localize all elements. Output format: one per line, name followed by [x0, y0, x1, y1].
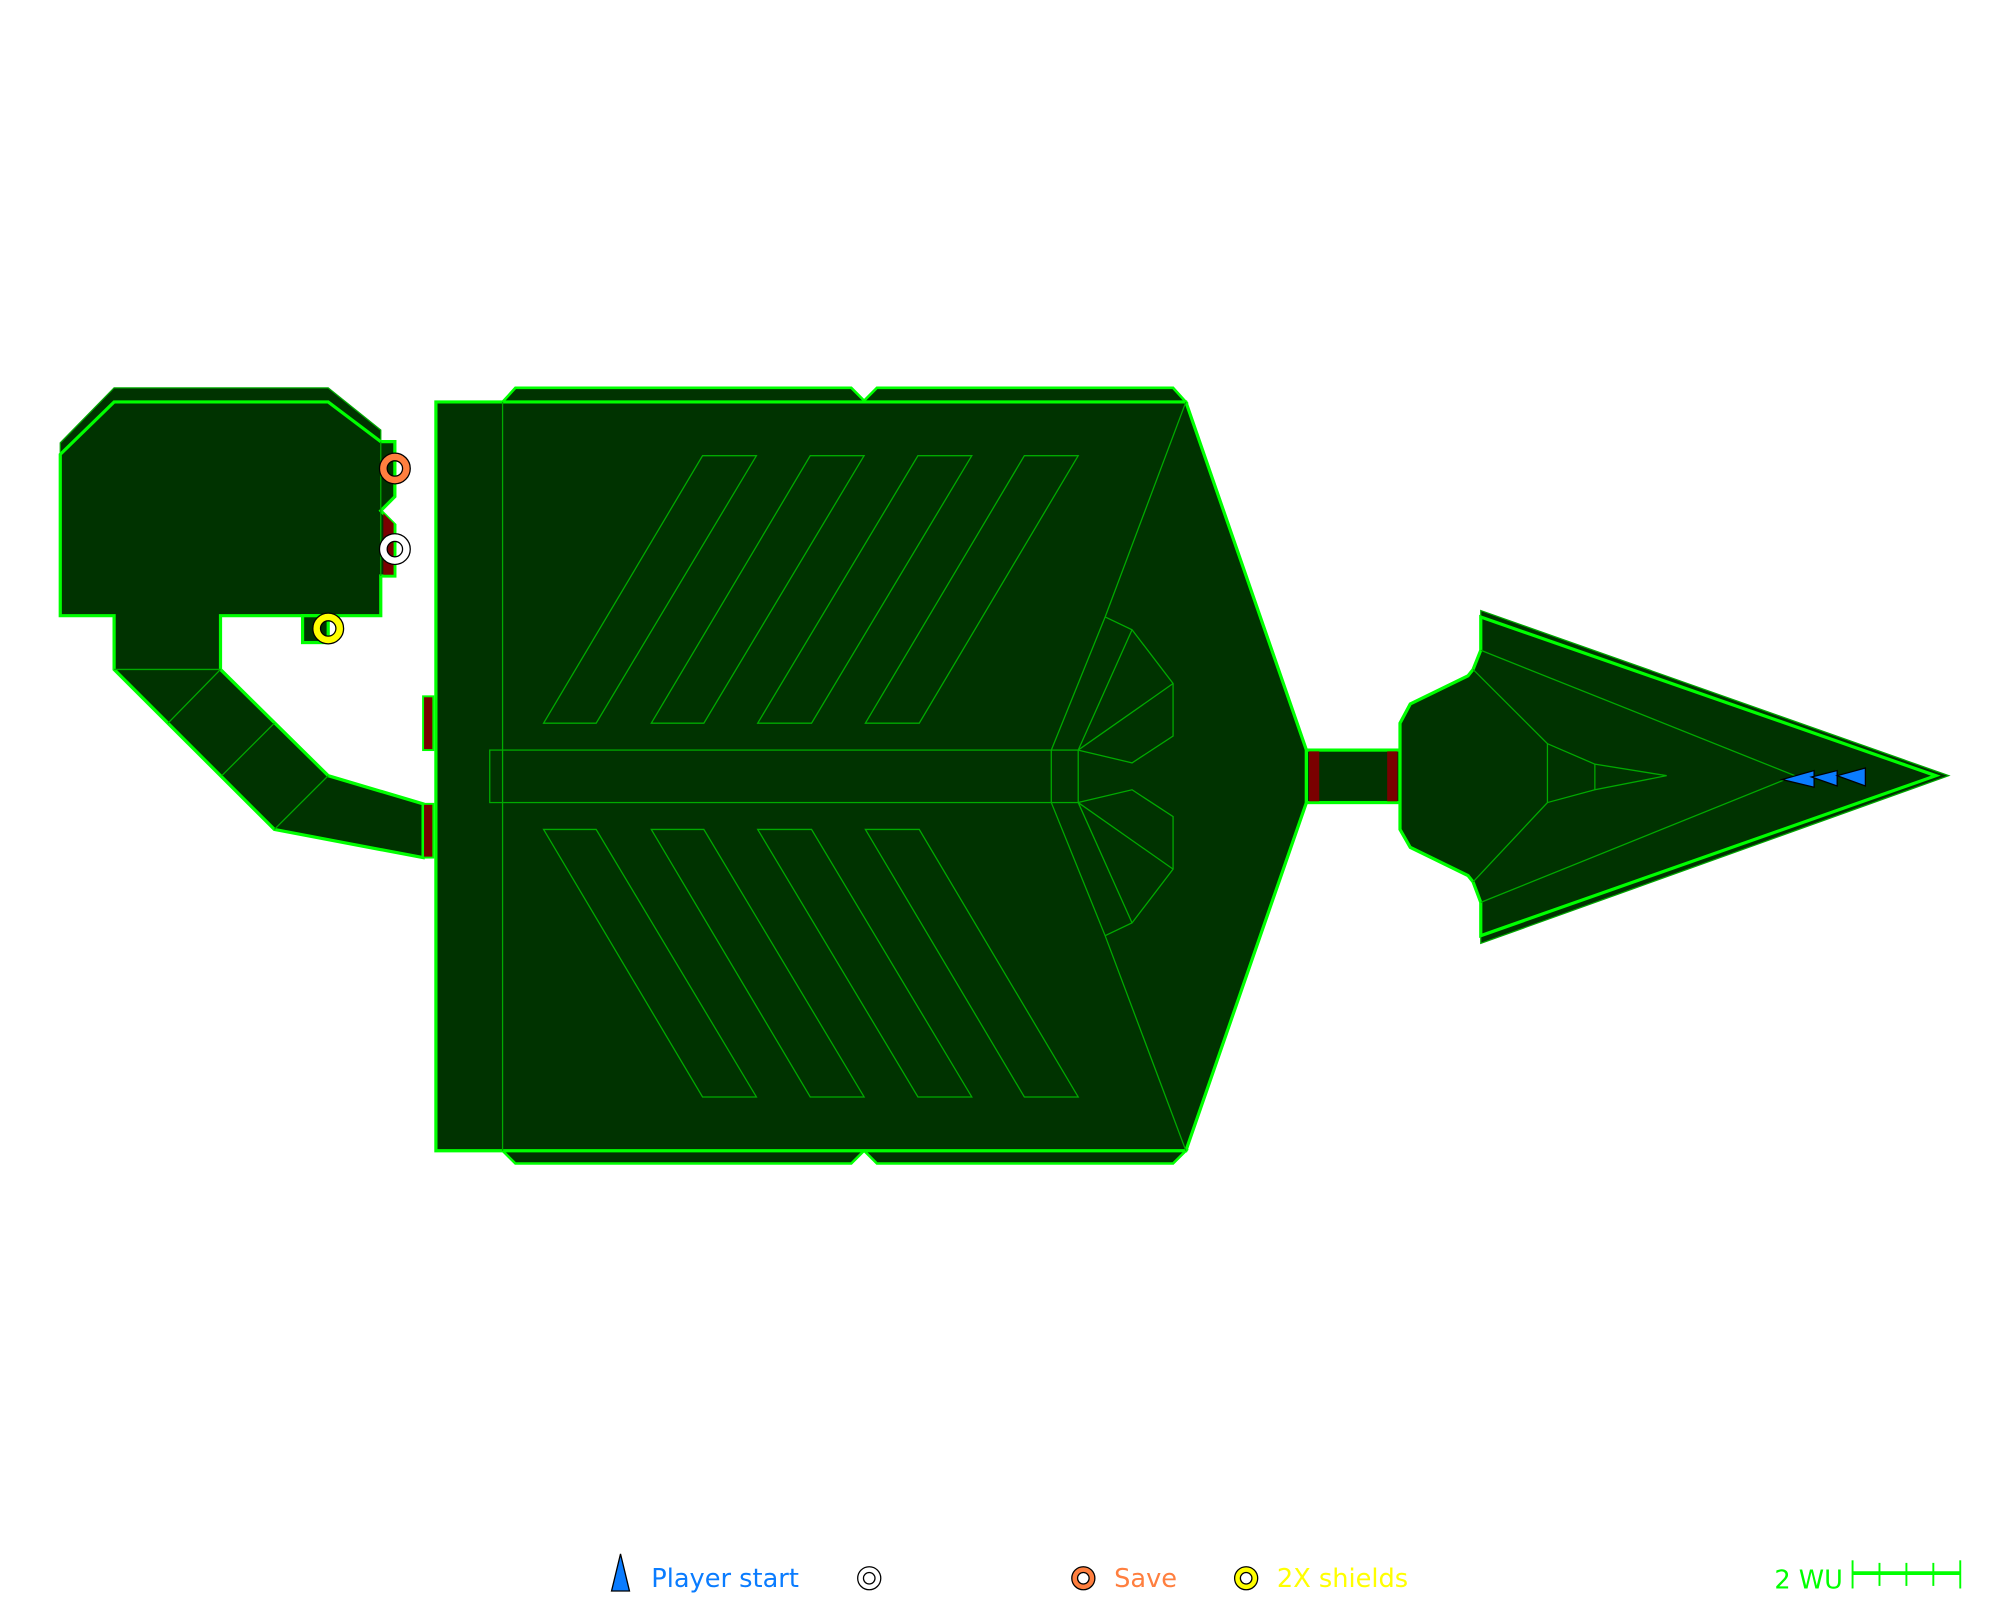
- legend-player-start: Player start: [651, 1564, 799, 1594]
- door[interactable]: [1387, 751, 1398, 802]
- arrow-room: [1398, 609, 1951, 945]
- player-start-markers: [1779, 767, 1867, 789]
- main-hall: [434, 386, 1309, 1165]
- legend: Player start Save 2X shields 2 WU: [610, 1553, 1962, 1595]
- main-hall-top-band: [499, 386, 1189, 404]
- arrow-room-floor: [1398, 614, 1941, 938]
- main-hall-bottom-band: [499, 1148, 1189, 1165]
- door[interactable]: [422, 695, 435, 752]
- shields-pickup[interactable]: [312, 612, 345, 645]
- scale-label: 2 WU: [1774, 1565, 1843, 1595]
- main-hall-floor: [434, 400, 1309, 1153]
- save-legend-icon: [1071, 1566, 1096, 1591]
- door[interactable]: [1308, 751, 1320, 802]
- connector-corridor: [1304, 748, 1402, 805]
- player-start-legend-icon: [610, 1553, 631, 1592]
- legend-save: Save: [1114, 1564, 1177, 1594]
- left-room-floor: [58, 400, 425, 860]
- neutral-pickup-legend-icon: [857, 1566, 882, 1591]
- scale-bar: [1851, 1560, 1962, 1589]
- door[interactable]: [422, 802, 435, 859]
- neutral-pickup[interactable]: [378, 533, 411, 566]
- left-room: [58, 387, 435, 860]
- legend-shields: 2X shields: [1277, 1564, 1408, 1594]
- save-pickup[interactable]: [378, 452, 411, 485]
- player-start-icon: [1809, 769, 1838, 787]
- player-start-icon: [1835, 767, 1867, 787]
- shields-legend-icon: [1233, 1566, 1259, 1591]
- player-start-icon: [1779, 769, 1815, 789]
